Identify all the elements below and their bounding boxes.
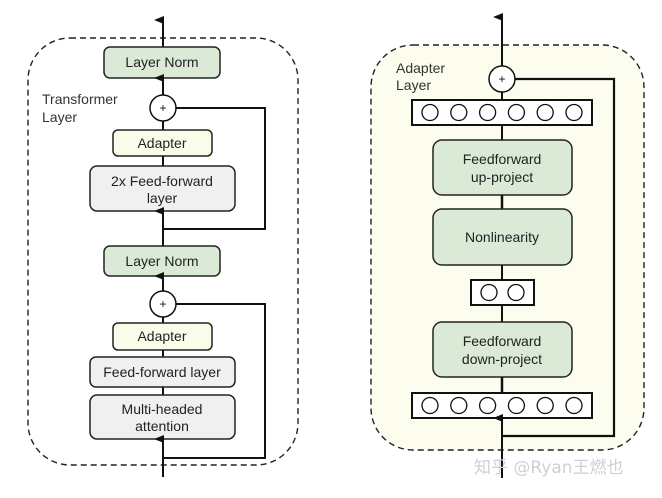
attention-label-line2: attention: [135, 418, 189, 434]
adapter-layer-label-line1: Adapter: [396, 60, 445, 76]
neuron-node: [507, 283, 525, 302]
transformer-layer-label-line1: Transformer: [42, 91, 118, 107]
neuron-node: [450, 396, 468, 415]
neuron-node: [478, 103, 497, 122]
nonlinearity: Nonlinearity: [432, 208, 573, 266]
neuron-node: [536, 103, 554, 122]
layer-norm-upper-label: Layer Norm: [125, 54, 198, 70]
output-neuron-layer: [411, 99, 593, 126]
feed-forward-layer-label: Feed-forward layer: [103, 364, 221, 380]
residual-connection-upper: [163, 107, 266, 230]
adapter-skip-connection: [502, 77, 616, 438]
feedforward-down-project: Feedforward down-project: [432, 321, 573, 378]
plus-icon: +: [159, 101, 166, 115]
feed-forward-layer: Feed-forward layer: [89, 356, 236, 388]
feedforward-up-project: Feedforward up-project: [432, 139, 573, 196]
neuron-node: [450, 103, 468, 122]
neuron-node: [565, 103, 583, 122]
bottleneck-neuron-layer: [470, 279, 535, 306]
plus-icon: +: [159, 297, 166, 311]
layer-norm-lower: Layer Norm: [103, 245, 221, 277]
adapter-lower-label: Adapter: [137, 328, 186, 344]
neuron-node: [421, 396, 439, 415]
residual-add-lower: +: [149, 290, 177, 318]
adapter-residual-add: +: [488, 65, 516, 93]
down-project-label-line2: down-project: [462, 351, 542, 367]
adapter-lower: Adapter: [112, 322, 213, 351]
neuron-node: [565, 396, 583, 415]
adapter-layer-label-line2: Layer: [396, 77, 431, 93]
watermark: 知乎 @Ryan王燃也: [474, 458, 624, 478]
attention-label-line1: Multi-headed: [122, 401, 203, 417]
neuron-node: [507, 103, 526, 122]
down-project-label-line1: Feedforward: [463, 333, 542, 349]
up-project-label-line2: up-project: [471, 169, 533, 185]
transformer-layer-label-line2: Layer: [42, 109, 77, 125]
residual-connection-lower: [163, 303, 266, 459]
layer-norm-upper: Layer Norm: [103, 46, 221, 79]
up-project-label-line1: Feedforward: [463, 151, 542, 167]
neuron-node: [507, 396, 526, 415]
plus-icon: +: [498, 72, 505, 86]
residual-add-upper: +: [149, 94, 177, 122]
neuron-node: [536, 396, 554, 415]
layer-norm-lower-label: Layer Norm: [125, 253, 198, 269]
neuron-node: [478, 396, 497, 415]
feed-forward-2x-label-line1: 2x Feed-forward: [111, 173, 213, 189]
multi-headed-attention: Multi-headed attention: [89, 394, 236, 440]
nonlinearity-label: Nonlinearity: [465, 229, 539, 245]
input-neuron-layer: [411, 392, 593, 419]
neuron-node: [480, 283, 498, 302]
adapter-upper: Adapter: [112, 129, 213, 157]
neuron-node: [421, 103, 439, 122]
feed-forward-2x-label-line2: layer: [147, 190, 178, 206]
adapter-upper-label: Adapter: [137, 135, 186, 151]
feed-forward-2x: 2x Feed-forward layer: [89, 165, 236, 212]
